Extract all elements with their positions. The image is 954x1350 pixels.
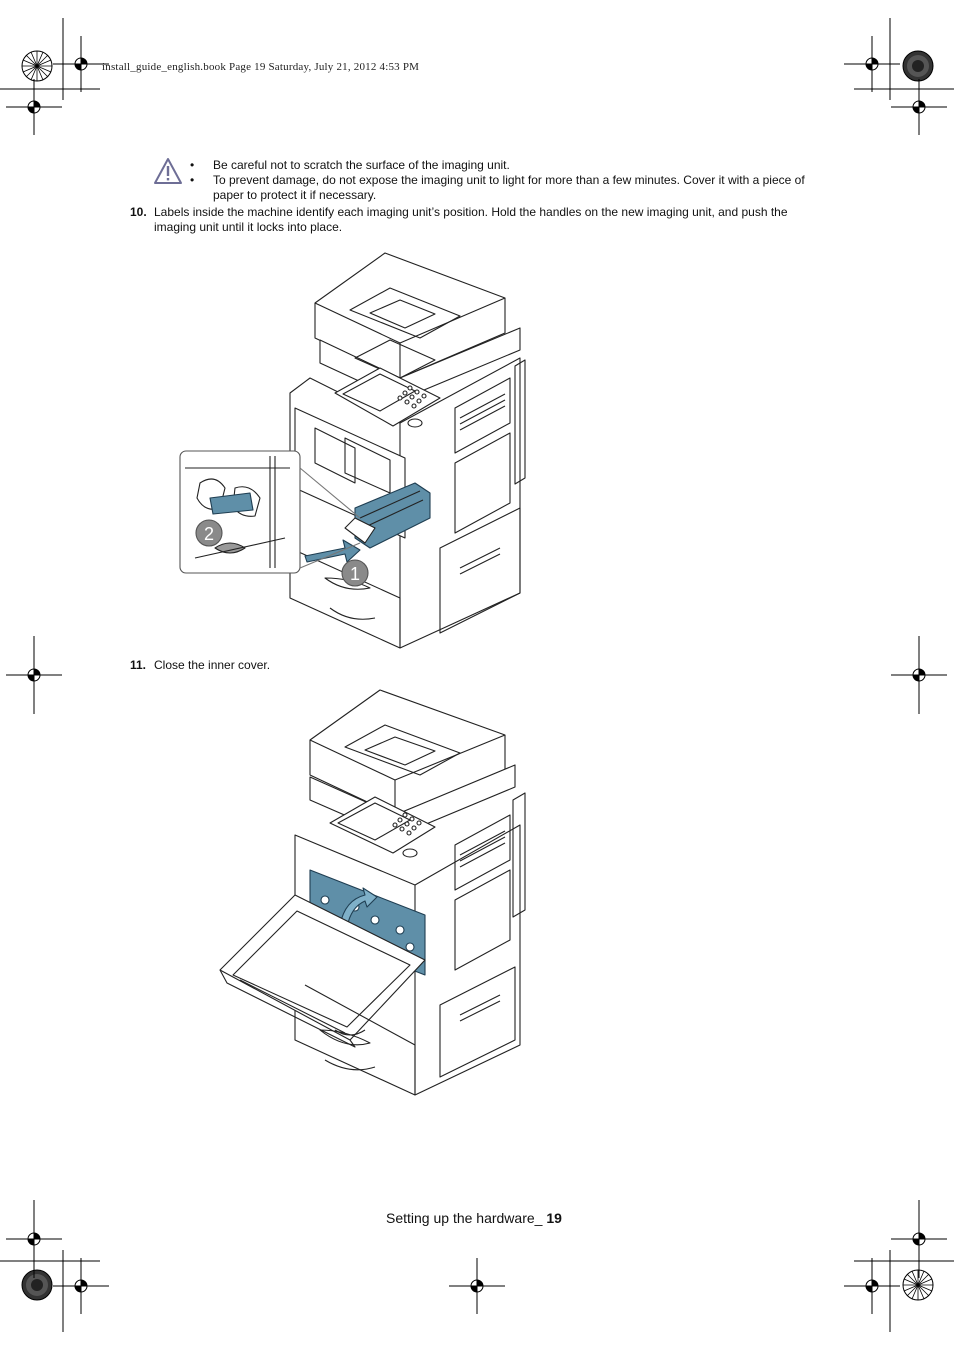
page-number: 19 [546, 1210, 562, 1226]
step-text: Close the inner cover. [154, 658, 271, 672]
registration-mark-top-left [20, 49, 54, 83]
caution-text: Be careful not to scratch the surface of… [213, 158, 510, 172]
figure-close-inner-cover [219, 689, 526, 1096]
callout-1: 1 [350, 564, 360, 584]
page-footer: Setting up the hardware_ 19 [386, 1210, 562, 1226]
caution-item: • Be careful not to scratch the surface o… [190, 158, 820, 173]
step-10: 10. Labels inside the machine identify e… [130, 205, 820, 235]
figure-insert-imaging-unit: 2 1 [179, 252, 526, 649]
step-number: 11. [130, 658, 147, 672]
step-11: 11. Close the inner cover. [130, 658, 820, 673]
warning-triangle-icon [153, 157, 183, 185]
caution-text: To prevent damage, do not expose the ima… [213, 173, 805, 202]
caution-list: • Be careful not to scratch the surface o… [190, 158, 820, 203]
footer-section: Setting up the hardware_ [386, 1210, 547, 1226]
caution-item: • To prevent damage, do not expose the im… [190, 173, 820, 203]
registration-mark-bottom-right [901, 1268, 935, 1302]
registration-mark-top-right [901, 49, 935, 83]
registration-mark-bottom-left [20, 1268, 54, 1302]
bullet-mark: • [190, 173, 195, 187]
print-header: install_guide_english.book Page 19 Satur… [102, 61, 420, 73]
step-text: Labels inside the machine identify each … [154, 205, 788, 234]
step-number: 10. [130, 205, 147, 219]
callout-2: 2 [204, 524, 214, 544]
bullet-mark: • [190, 158, 195, 172]
